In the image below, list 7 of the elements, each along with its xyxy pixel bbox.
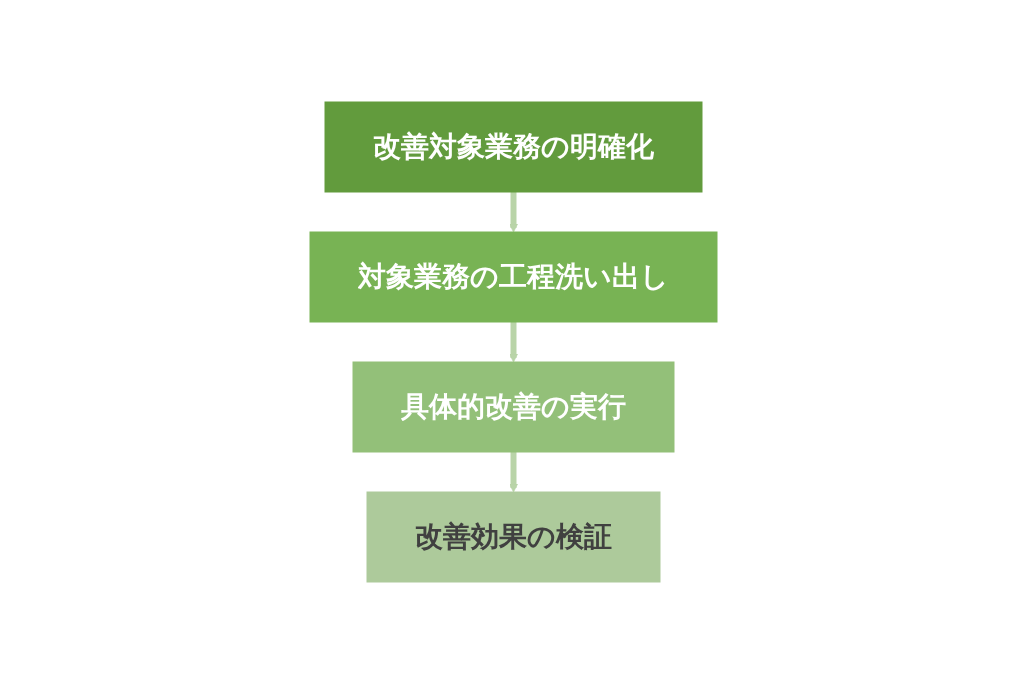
- arrow: [508, 451, 518, 492]
- node-box: 改善対象業務の明確化: [324, 101, 702, 192]
- arrow: [508, 321, 518, 362]
- node-box: 対象業務の工程洗い出し: [309, 231, 717, 322]
- node-box: 具体的改善の実行: [352, 361, 674, 452]
- node-box: 改善効果の検証: [366, 491, 660, 582]
- arrow: [508, 191, 518, 232]
